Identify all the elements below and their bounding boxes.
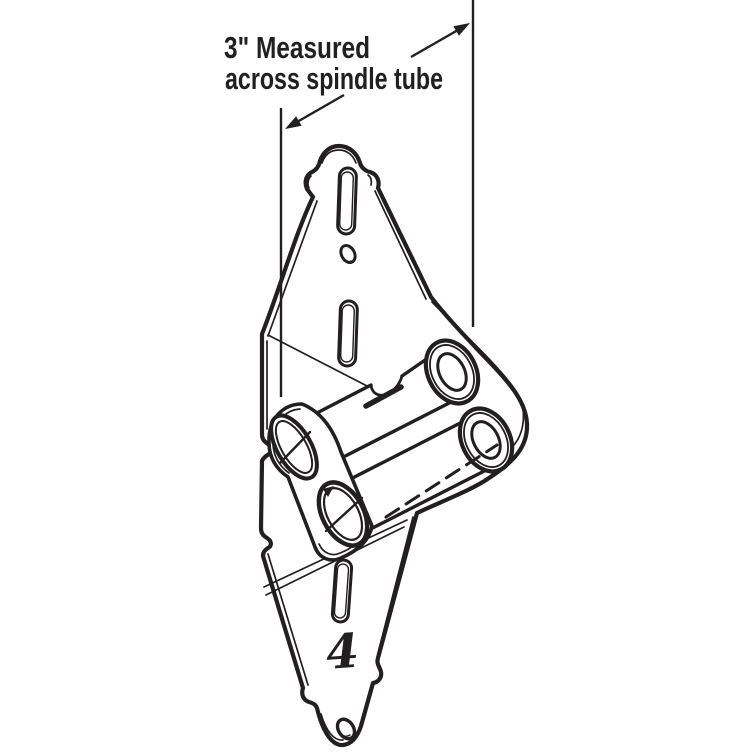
bore-corner-mark [323, 486, 334, 497]
hidden-line-dashed [384, 443, 499, 519]
dimension-arrow-left [285, 93, 345, 129]
spindle-tube-lower [329, 406, 515, 539]
small-hole-bottom [335, 717, 357, 741]
mounting-slot-top [336, 166, 358, 236]
mounting-slot-middle [337, 299, 359, 368]
annotation-line2: across spindle tube [225, 61, 443, 96]
hinge-plate-outline [258, 143, 530, 748]
dimension-annotation [279, 0, 475, 397]
small-hole-top [339, 243, 357, 265]
spindle-slot-dark-line [363, 384, 404, 409]
carrier-plate [267, 402, 374, 562]
dimension-arrow-right [410, 23, 470, 59]
tube-end-cap-upper [423, 338, 481, 406]
carrier-hole-upper [269, 413, 319, 481]
annotation-line1: 3" Measured [224, 30, 370, 65]
part-number: 4 [324, 624, 360, 681]
carrier-hole-lower [316, 480, 370, 548]
hinge-plate [258, 143, 530, 748]
plate-thickness-lines [266, 149, 525, 741]
mounting-slot-bottom [330, 558, 354, 624]
